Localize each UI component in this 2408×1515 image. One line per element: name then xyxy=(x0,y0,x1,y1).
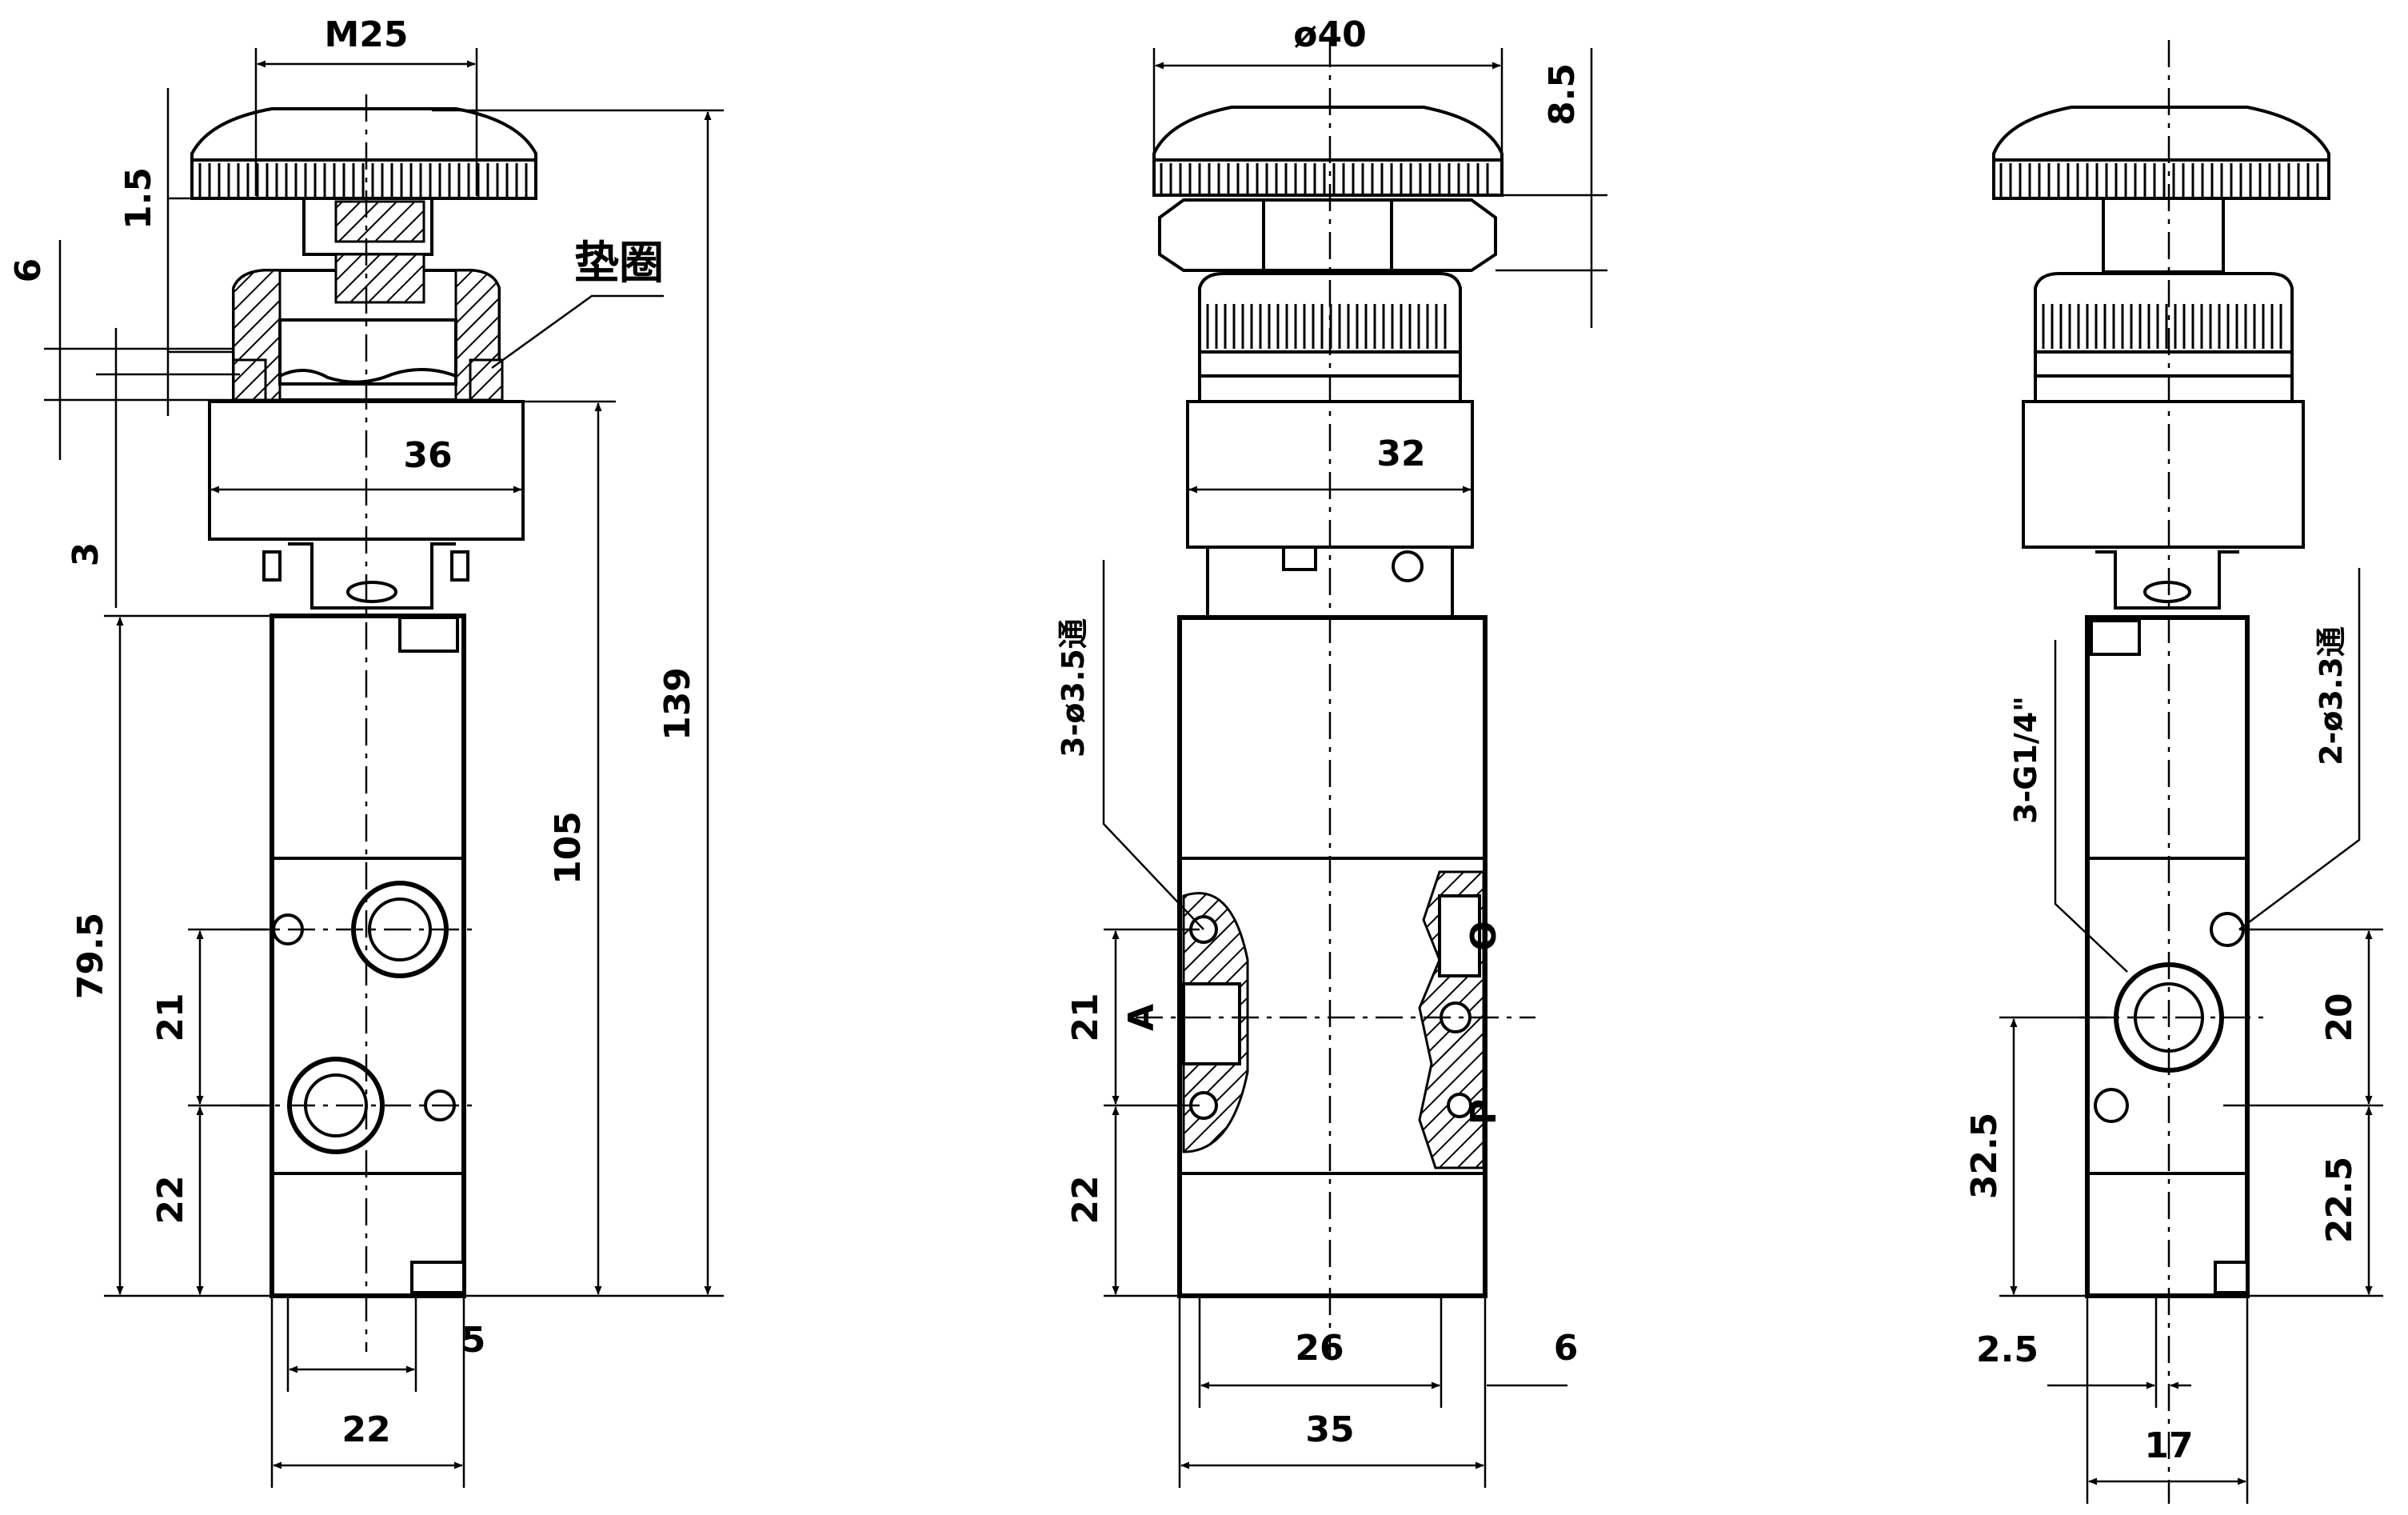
dim-22-mid: 22 xyxy=(1065,1175,1106,1224)
right-mount-hole-upper xyxy=(2210,912,2245,947)
dim-32-5: 32.5 xyxy=(1964,1113,2005,1200)
label-gasket: 垫圈 xyxy=(574,238,664,290)
label-holes-2x3-3: 2-ø3.3通 xyxy=(2314,626,2349,765)
dim-2-5: 2.5 xyxy=(1976,1329,2039,1370)
left-knob-knurl xyxy=(198,163,528,197)
right-valve-body xyxy=(2085,615,2250,1298)
dim-21-left: 21 xyxy=(150,993,191,1041)
right-housing xyxy=(2022,400,2305,549)
right-stem xyxy=(2102,197,2225,274)
middle-hex-nut xyxy=(1158,198,1497,272)
dim-79-5: 79.5 xyxy=(70,913,111,1000)
dim-22-5: 22.5 xyxy=(2319,1157,2360,1244)
label-port-a: A xyxy=(1121,1004,1162,1031)
dim-m25: M25 xyxy=(324,14,408,55)
dim-105: 105 xyxy=(548,811,589,885)
dim-139: 139 xyxy=(657,667,698,741)
left-gasket xyxy=(232,358,267,402)
dim-20: 20 xyxy=(2319,993,2360,1041)
dim-35: 35 xyxy=(1305,1409,1354,1450)
right-linkage xyxy=(2095,550,2239,610)
label-holes-3x3-5: 3-ø3.5通 xyxy=(1056,618,1091,758)
label-port-p: P xyxy=(1464,1099,1504,1125)
right-mount-hole-lower xyxy=(2094,1088,2129,1123)
right-view xyxy=(1992,40,2330,1504)
dim-6-left: 6 xyxy=(8,258,49,283)
dim-3: 3 xyxy=(66,542,106,567)
dim-21-mid: 21 xyxy=(1065,993,1106,1041)
dim-1-5: 1.5 xyxy=(118,167,159,230)
middle-knob-cap xyxy=(1152,106,1504,197)
label-thread-3-g14: 3-G1/4" xyxy=(2008,696,2043,824)
dim-phi40: ø40 xyxy=(1293,14,1366,55)
left-view xyxy=(190,94,537,1352)
label-port-o: O xyxy=(1464,921,1504,950)
dim-6-mid: 6 xyxy=(1554,1328,1579,1369)
left-stem-mesh xyxy=(334,200,425,243)
dim-36: 36 xyxy=(403,435,452,476)
right-dimensions: 3-G1/4" 2-ø3.3通 20 22.5 32.5 2.5 17 xyxy=(1964,568,2383,1504)
right-knob-knurl xyxy=(1999,163,2319,197)
dim-17: 17 xyxy=(2144,1425,2193,1466)
left-dimensions: M25 139 105 36 1.5 6 3 79.5 21 22 xyxy=(8,14,724,1488)
left-linkage xyxy=(288,542,456,610)
dim-26: 26 xyxy=(1295,1328,1344,1369)
middle-valve-body xyxy=(1177,615,1488,1298)
dim-32: 32 xyxy=(1376,434,1425,474)
dim-22-bottom: 22 xyxy=(341,1409,390,1450)
left-valve-body xyxy=(270,614,466,1298)
middle-knob-knurl xyxy=(1160,163,1489,194)
dim-5: 5 xyxy=(461,1320,486,1361)
dim-22-left: 22 xyxy=(150,1175,191,1224)
dim-8-5: 8.5 xyxy=(1542,63,1583,126)
middle-dimensions: ø40 8.5 32 21 22 3-ø3.5通 26 6 35 A O P xyxy=(1056,14,1607,1488)
middle-view xyxy=(1136,40,1535,1360)
